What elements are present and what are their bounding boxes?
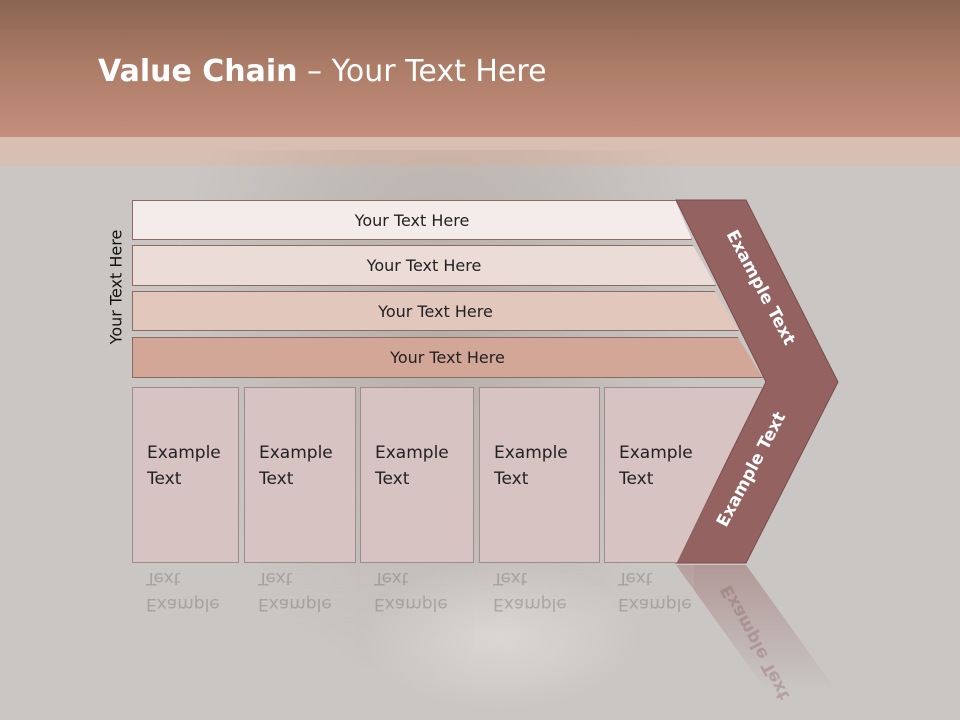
page-title: Value Chain – Your Text Here: [98, 54, 547, 89]
bar-3-label: Your Text Here: [378, 301, 493, 321]
chevron-shape: [675, 199, 839, 564]
header-stripe: [0, 137, 960, 166]
card-3: Example Text: [360, 387, 474, 563]
card-2-line2: Text: [259, 469, 294, 489]
card-3-line2: Text: [375, 469, 410, 489]
bar-3: Your Text Here: [132, 291, 739, 331]
bar-1-label: Your Text Here: [354, 210, 470, 230]
card-5-line2: Text: [619, 469, 654, 489]
card-1-line2: Text: [147, 469, 182, 489]
card-4-line2: Text: [494, 469, 529, 489]
header-band: [0, 0, 960, 137]
bar-4: Your Text Here: [132, 337, 763, 378]
card-3-line1: Example: [375, 443, 449, 463]
card-4-line1: Example: [494, 443, 568, 463]
card-5-line1: Example: [619, 443, 693, 463]
background-hand: [360, 560, 640, 710]
card-2: Example Text: [244, 387, 356, 563]
chevron-reflection: [676, 565, 836, 690]
bar-2-label: Your Text Here: [366, 256, 482, 275]
bar-1: Your Text Here: [132, 200, 692, 240]
card-4: Example Text: [479, 387, 600, 563]
bar-2: Your Text Here: [132, 245, 716, 286]
card-1-line1: Example: [147, 443, 221, 463]
card-2-line1: Example: [259, 443, 333, 463]
card-1: Example Text: [132, 387, 239, 563]
bar-4-label: Your Text Here: [390, 348, 505, 367]
